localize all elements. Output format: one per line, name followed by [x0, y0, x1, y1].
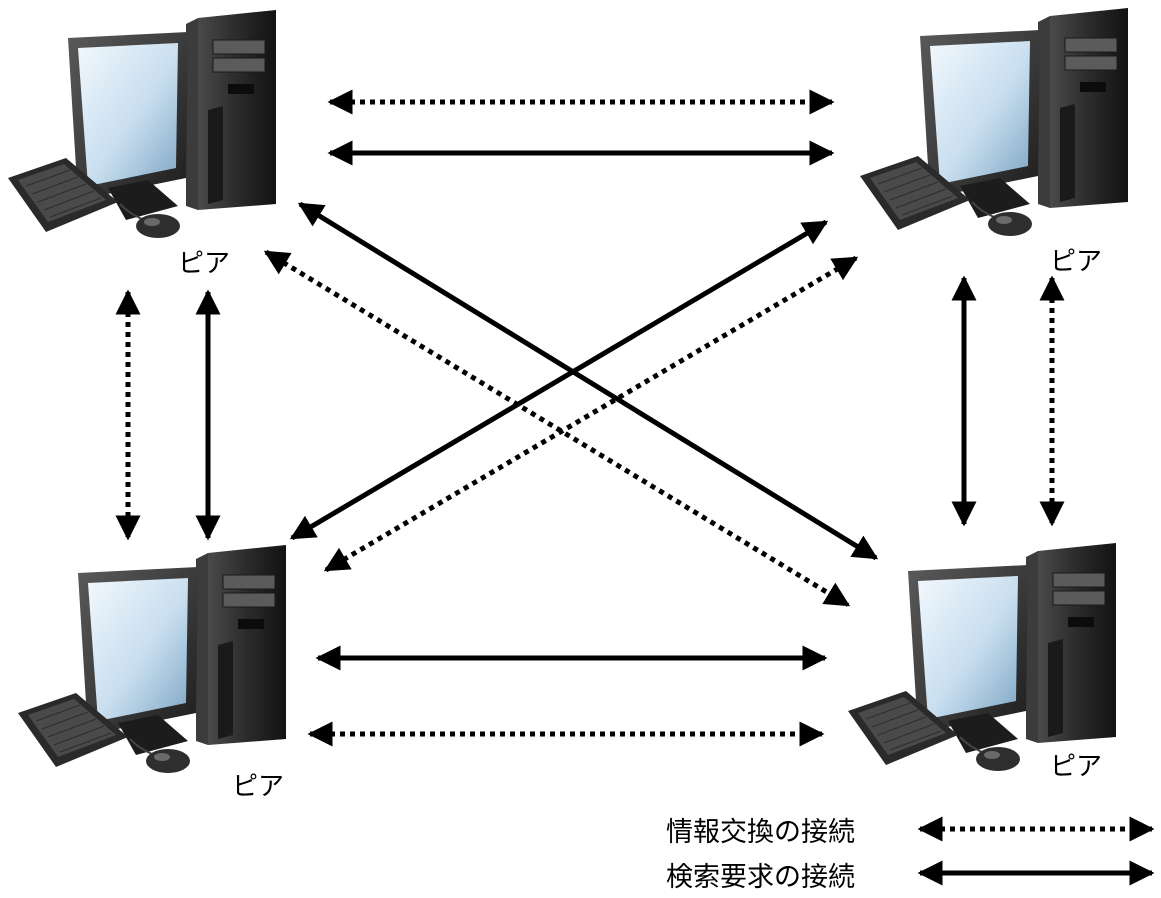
peer-bottom-right: ピア: [847, 542, 1117, 782]
connections: [115, 89, 1065, 747]
computer-icon: [17, 544, 287, 774]
conn-search-diag-down: [297, 201, 879, 561]
computer-icon: [859, 7, 1129, 237]
peer-label: ピア: [178, 249, 230, 279]
peer-label: ピア: [1050, 247, 1102, 277]
legend: 情報交換の接続 検索要求の接続: [666, 816, 1155, 893]
peer-top-right: ピア: [859, 7, 1129, 277]
peer-bottom-left: ピア: [17, 544, 287, 802]
conn-search-diag-up: [289, 219, 829, 541]
conn-info-diag-up: [323, 255, 859, 573]
computer-icon: [7, 9, 277, 239]
peer-top-left: ピア: [7, 9, 277, 279]
computer-icon: [847, 542, 1117, 772]
peer-label: ピア: [1050, 752, 1102, 782]
legend-search-label: 検索要求の接続: [666, 862, 855, 893]
legend-info-label: 情報交換の接続: [666, 817, 855, 848]
peer-label: ピア: [232, 772, 284, 802]
